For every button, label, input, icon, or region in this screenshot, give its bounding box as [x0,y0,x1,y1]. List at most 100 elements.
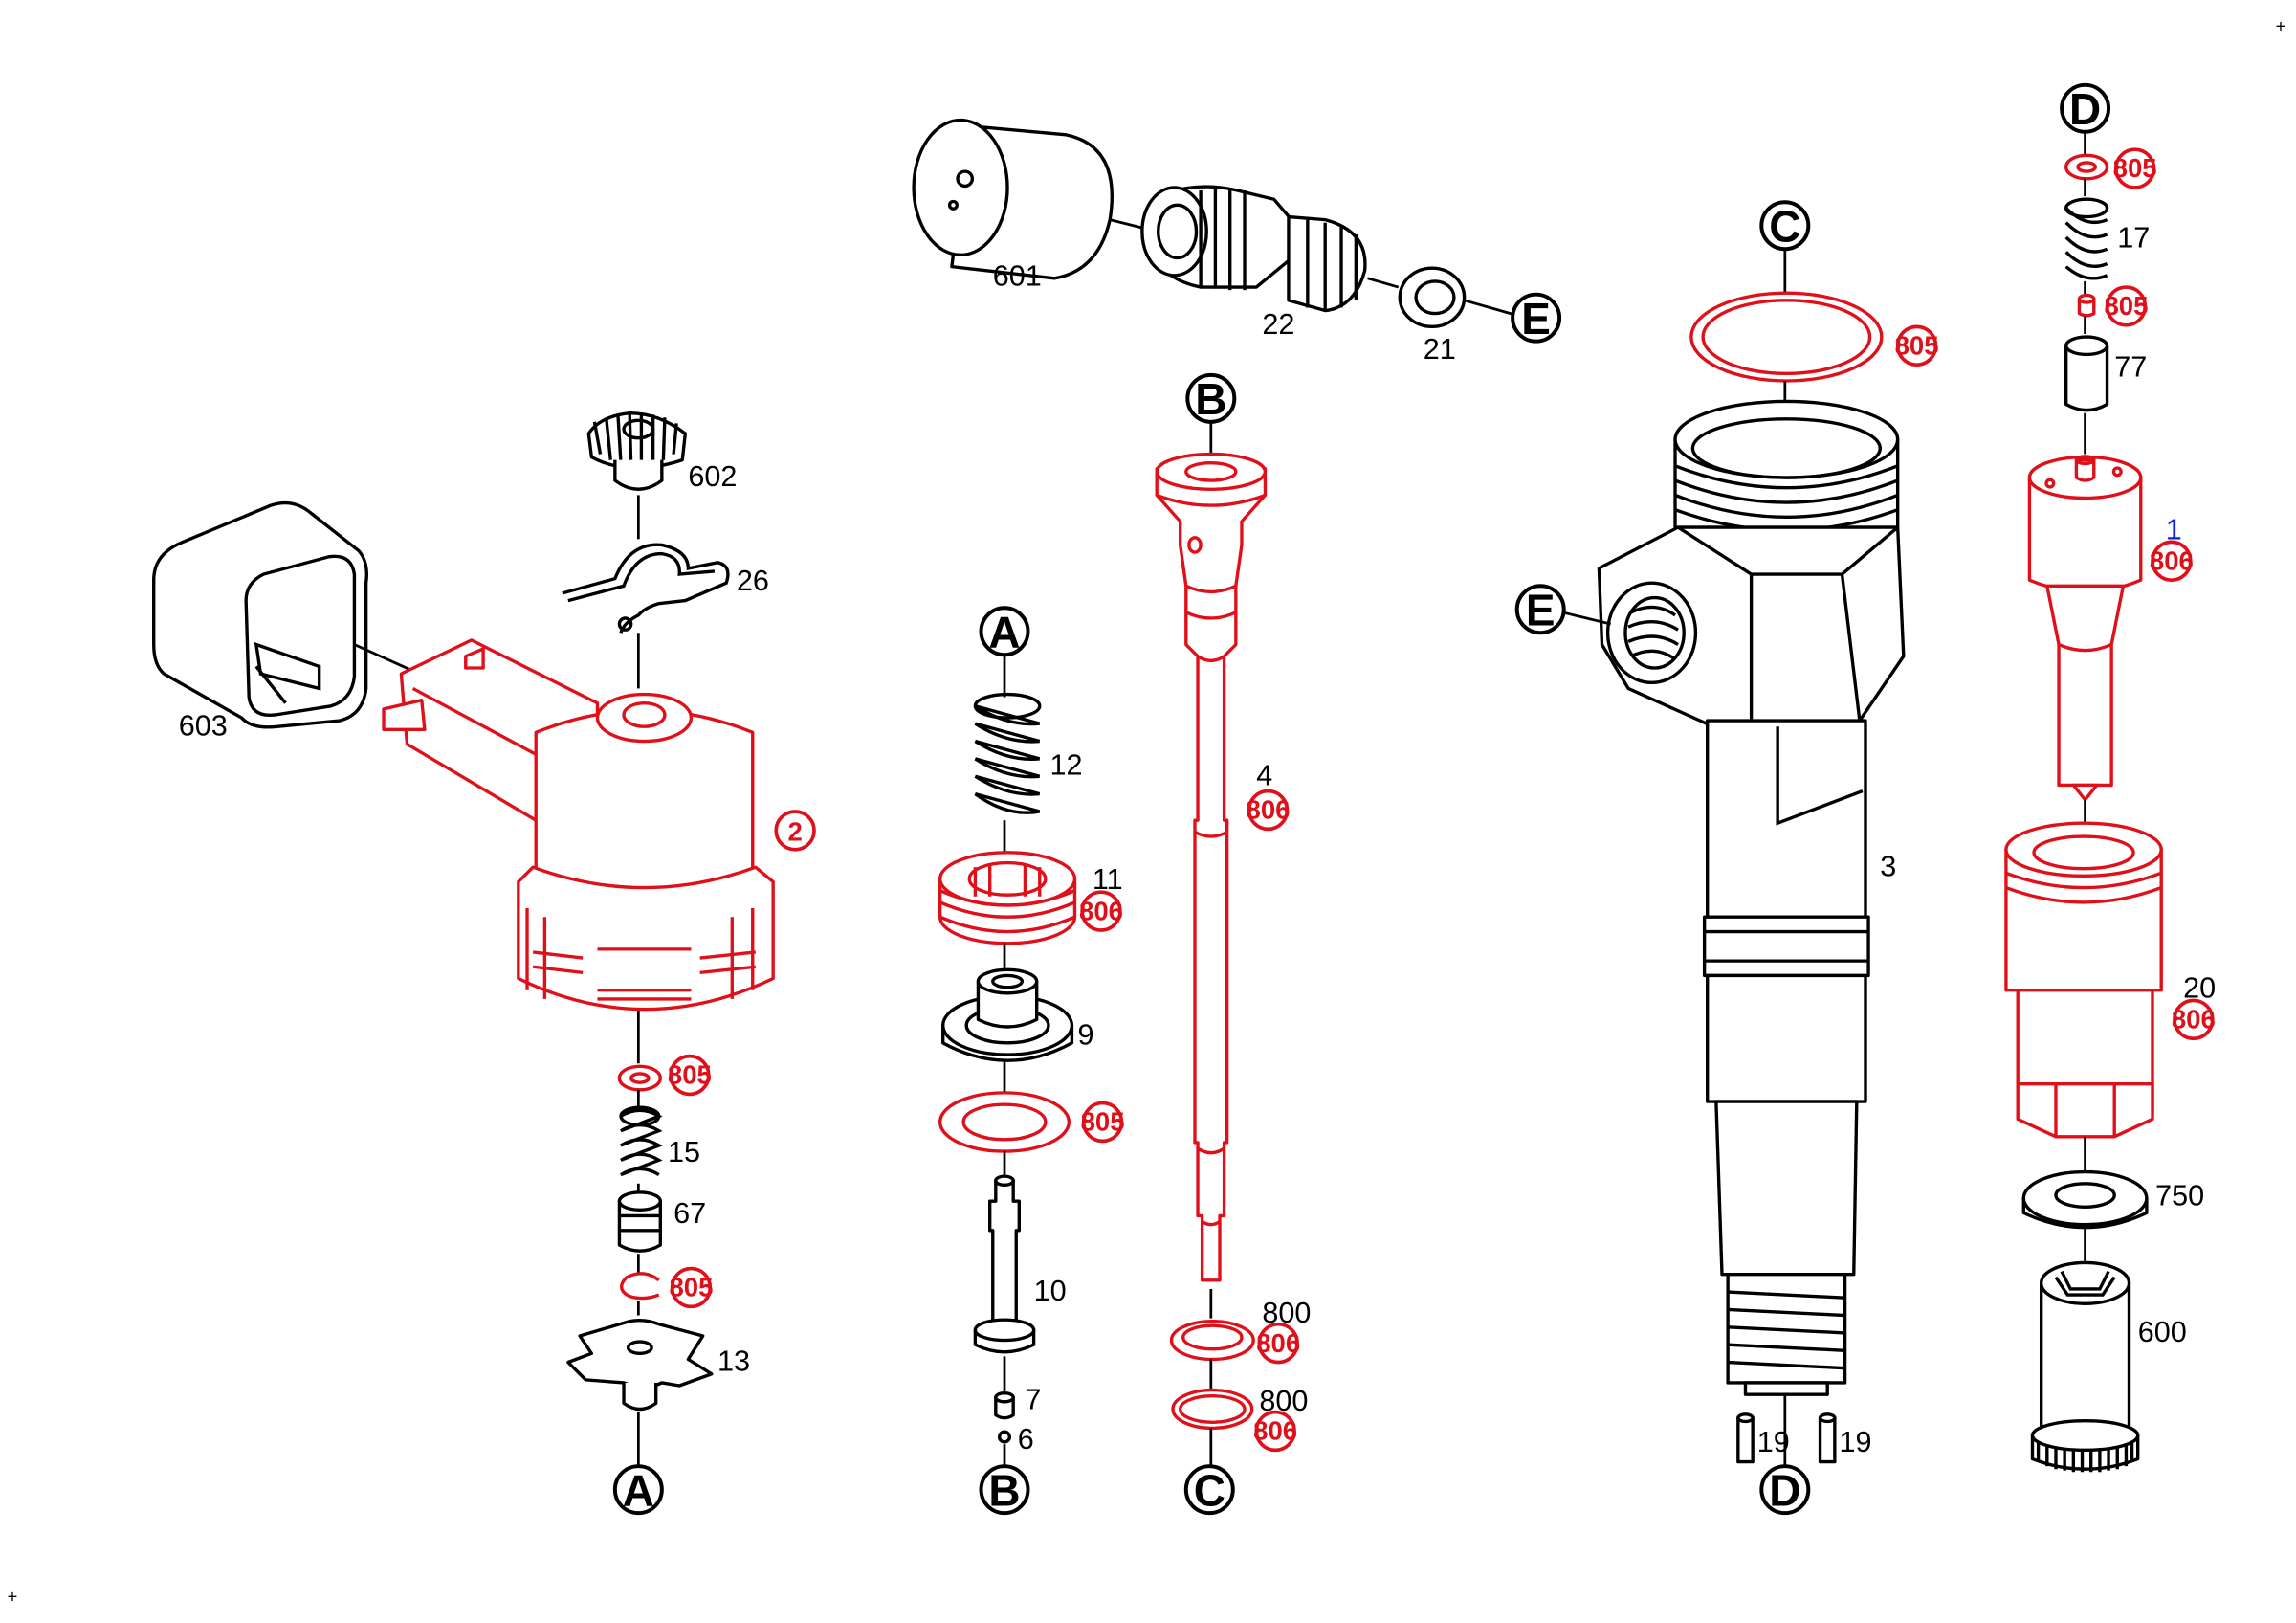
svg-text:805: 805 [2104,291,2148,321]
connector-D-top: D [2060,82,2111,134]
part-label-603: 603 [179,709,228,742]
part-label-67: 67 [673,1197,706,1230]
svg-text:A: A [988,608,1020,657]
connector-D-bottom: D [1759,1464,1811,1516]
part-label-602: 602 [688,460,737,493]
kit-badge-805-right-a: 805 [2113,147,2157,189]
kit-badge-805-left-a: 805 [668,1054,712,1097]
part-13-armature-disc [566,1318,714,1412]
svg-text:805: 805 [1081,1107,1125,1137]
svg-text:D: D [2069,84,2101,134]
part-805-ring-col2 [938,1091,1071,1153]
part-805-ring-left-a [617,1064,662,1092]
part-label-3: 3 [1880,850,1896,882]
part-label-11: 11 [1093,863,1123,896]
part-12-spring [973,692,1042,814]
part-label-26: 26 [737,565,769,597]
part-label-1: 1 [2166,513,2182,545]
part-label-17: 17 [2117,222,2150,255]
part-label-21: 21 [1424,333,1456,366]
part-label-800-b: 800 [1259,1385,1308,1417]
svg-text:E: E [1521,294,1551,344]
part-label-800-a: 800 [1262,1297,1311,1329]
part-17-spring [2064,197,2109,280]
part-805-ring-right-a [2064,153,2109,181]
part-label-77: 77 [2114,350,2147,383]
part-26-spring-clip [562,543,730,634]
part-800-ring-b [1171,1388,1254,1431]
part-label-601: 601 [993,260,1042,293]
connector-A-bottom: A [612,1464,664,1516]
part-3-injector-body [1597,399,1906,1396]
part-19-dowel-right [1818,1412,1837,1464]
part-label-13: 13 [718,1345,750,1378]
part-67-sleeve [617,1190,662,1253]
svg-text:806: 806 [2172,1005,2216,1034]
part-label-22: 22 [1262,308,1294,341]
part-600-cap-sleeve [2030,1260,2140,1473]
part-15-spring [619,1105,663,1177]
svg-text:C: C [1769,202,1800,252]
part-label-9: 9 [1078,1018,1094,1051]
svg-text:D: D [1769,1466,1800,1516]
svg-text:805: 805 [669,1273,713,1302]
svg-text:B: B [1195,374,1226,424]
part-11-armature-nut [938,851,1077,945]
part-21-washer [1398,266,1467,329]
svg-text:806: 806 [1079,896,1123,925]
part-label-15: 15 [668,1136,700,1168]
svg-text:805: 805 [2113,153,2157,183]
part-603-connector-housing [152,500,369,729]
kit-badge-805-large-ring: 805 [1895,324,1939,367]
kit-badge-805-right-b: 805 [2104,285,2148,327]
part-4-valve-rod [1155,452,1268,1282]
connector-B-bottom: B [979,1464,1030,1516]
corner-mark-bottom-left: + [8,1587,18,1607]
kit-badge-2: 2 [774,810,816,852]
connector-C-bottom: C [1183,1464,1235,1516]
kit-badge-806-col2: 806 [1079,890,1123,932]
kit-badge-806-nut: 806 [2172,998,2216,1041]
part-22-fitting [1140,185,1367,313]
kit-badge-806-800a: 806 [1256,1322,1300,1365]
part-label-10: 10 [1034,1275,1067,1307]
part-label-20: 20 [2183,971,2216,1004]
svg-text:A: A [623,1466,654,1516]
part-label-12: 12 [1049,749,1082,782]
svg-text:C: C [1194,1466,1225,1516]
part-602-knurled-cap [586,411,688,491]
part-7-sleeve [994,1390,1015,1420]
svg-text:2: 2 [787,817,802,847]
kit-badge-806-rod: 806 [1247,789,1291,832]
connector-E-body: E [1514,584,1566,635]
connector-E-top: E [1511,292,1562,344]
connector-A-top: A [979,606,1030,657]
svg-text:805: 805 [668,1060,712,1090]
kit-badge-806-nozzle: 806 [2150,540,2194,582]
part-label-7: 7 [1025,1383,1041,1415]
corner-mark-top-right: + [2276,16,2286,36]
part-750-washer [2021,1169,2149,1230]
connector-B-top: B [1185,372,1237,424]
svg-text:805: 805 [1895,330,1939,360]
part-19-dowel-left [1736,1412,1755,1464]
kit-badge-805-col2: 805 [1081,1101,1125,1144]
svg-text:806: 806 [1256,1328,1300,1358]
part-9-valve-piece [941,967,1074,1062]
part-805-seal-ring-large [1689,291,1884,383]
part-1-nozzle [2027,455,2143,802]
part-label-750: 750 [2155,1180,2204,1212]
part-805-ring-right-b [2077,293,2096,318]
part-77-spacer [2064,335,2109,412]
svg-text:806: 806 [1247,795,1291,825]
svg-text:806: 806 [1253,1416,1297,1446]
part-label-6: 6 [1018,1423,1034,1456]
part-2-solenoid-valve [382,638,775,1012]
connector-C-top: C [1759,200,1811,252]
svg-text:B: B [988,1466,1020,1516]
kit-badge-805-left-b: 805 [669,1266,713,1309]
part-800-ring-a [1169,1319,1255,1362]
part-label-4: 4 [1256,759,1272,791]
part-601-cap [912,118,1115,280]
kit-badge-806-800b: 806 [1253,1410,1297,1453]
